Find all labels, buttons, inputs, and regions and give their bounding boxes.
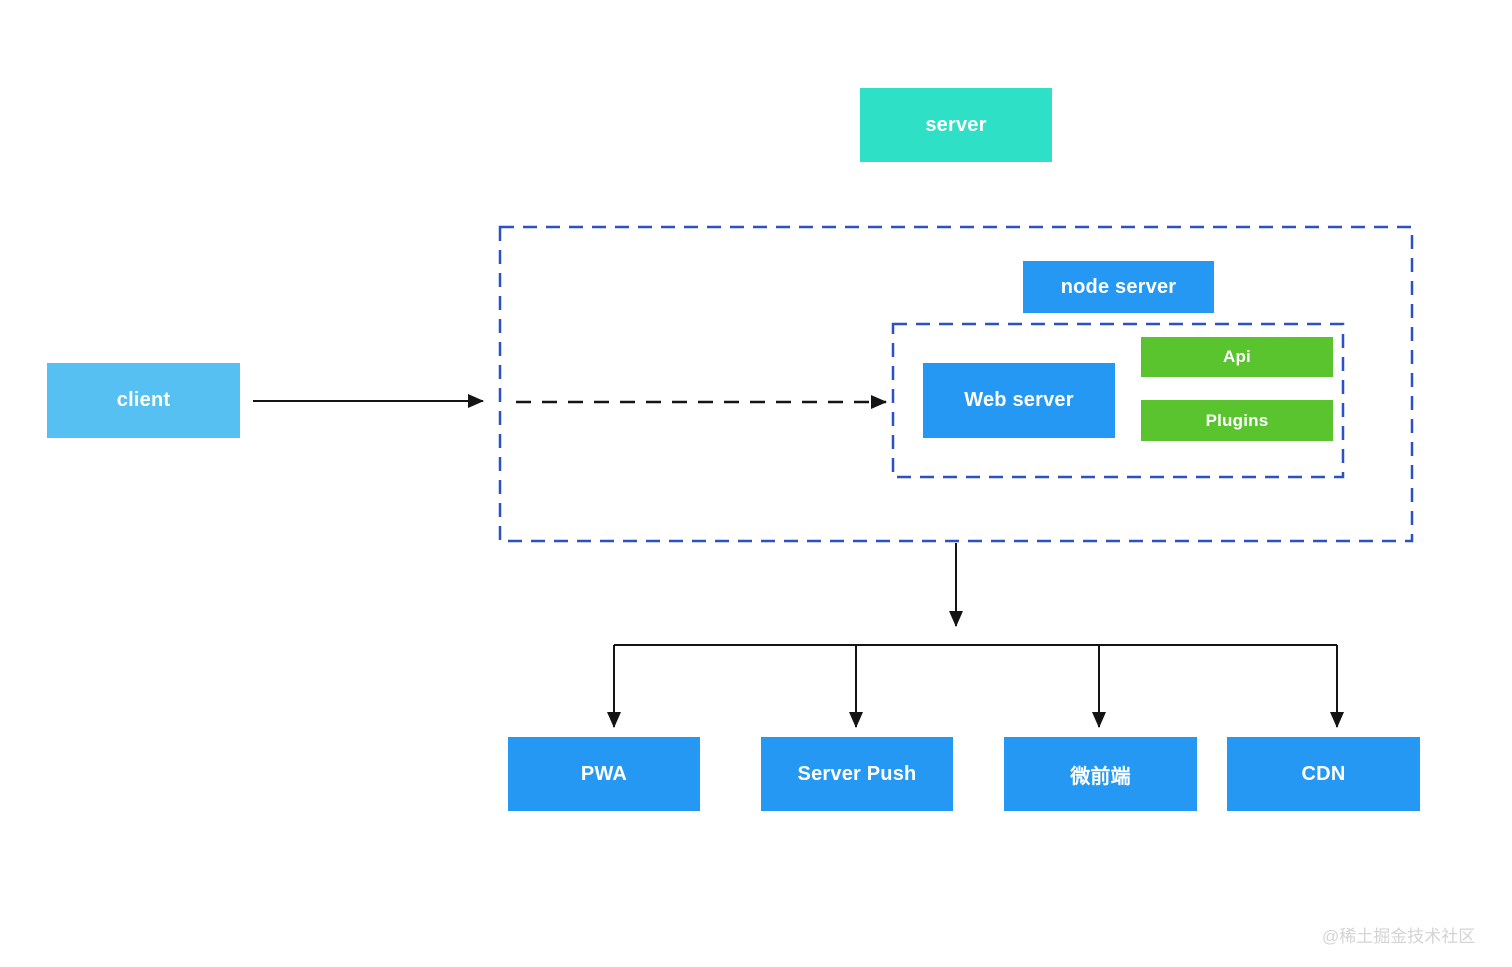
- client-box: client: [47, 363, 240, 438]
- micro-frontend-box-label: 微前端: [1070, 765, 1131, 788]
- cdn-box: CDN: [1227, 737, 1420, 811]
- juejin-watermark: @稀土掘金技术社区: [1322, 927, 1476, 946]
- node-server-dashed-box: [891, 322, 1345, 479]
- plugins-box-label: Plugins: [1205, 410, 1269, 430]
- server-push-box: Server Push: [761, 737, 953, 811]
- client-box-label: client: [116, 389, 171, 411]
- cdn-box-label: CDN: [1301, 762, 1346, 785]
- micro-frontend-box: 微前端: [1004, 737, 1197, 811]
- node-server-box: node server: [1023, 261, 1214, 313]
- node-server-box-label: node server: [1060, 275, 1177, 298]
- web-server-box-label: Web server: [964, 389, 1074, 411]
- pwa-box-label: PWA: [580, 762, 628, 785]
- server-boundary-dashed-box: [498, 225, 1414, 543]
- api-box-label: Api: [1223, 347, 1251, 366]
- server-box: server: [860, 88, 1052, 162]
- api-box: Api: [1141, 337, 1333, 377]
- server-box-label: server: [925, 113, 987, 136]
- pwa-box: PWA: [508, 737, 700, 811]
- server-push-box-label: Server Push: [797, 762, 917, 785]
- plugins-box: Plugins: [1141, 400, 1333, 441]
- web-server-box: Web server: [923, 363, 1115, 438]
